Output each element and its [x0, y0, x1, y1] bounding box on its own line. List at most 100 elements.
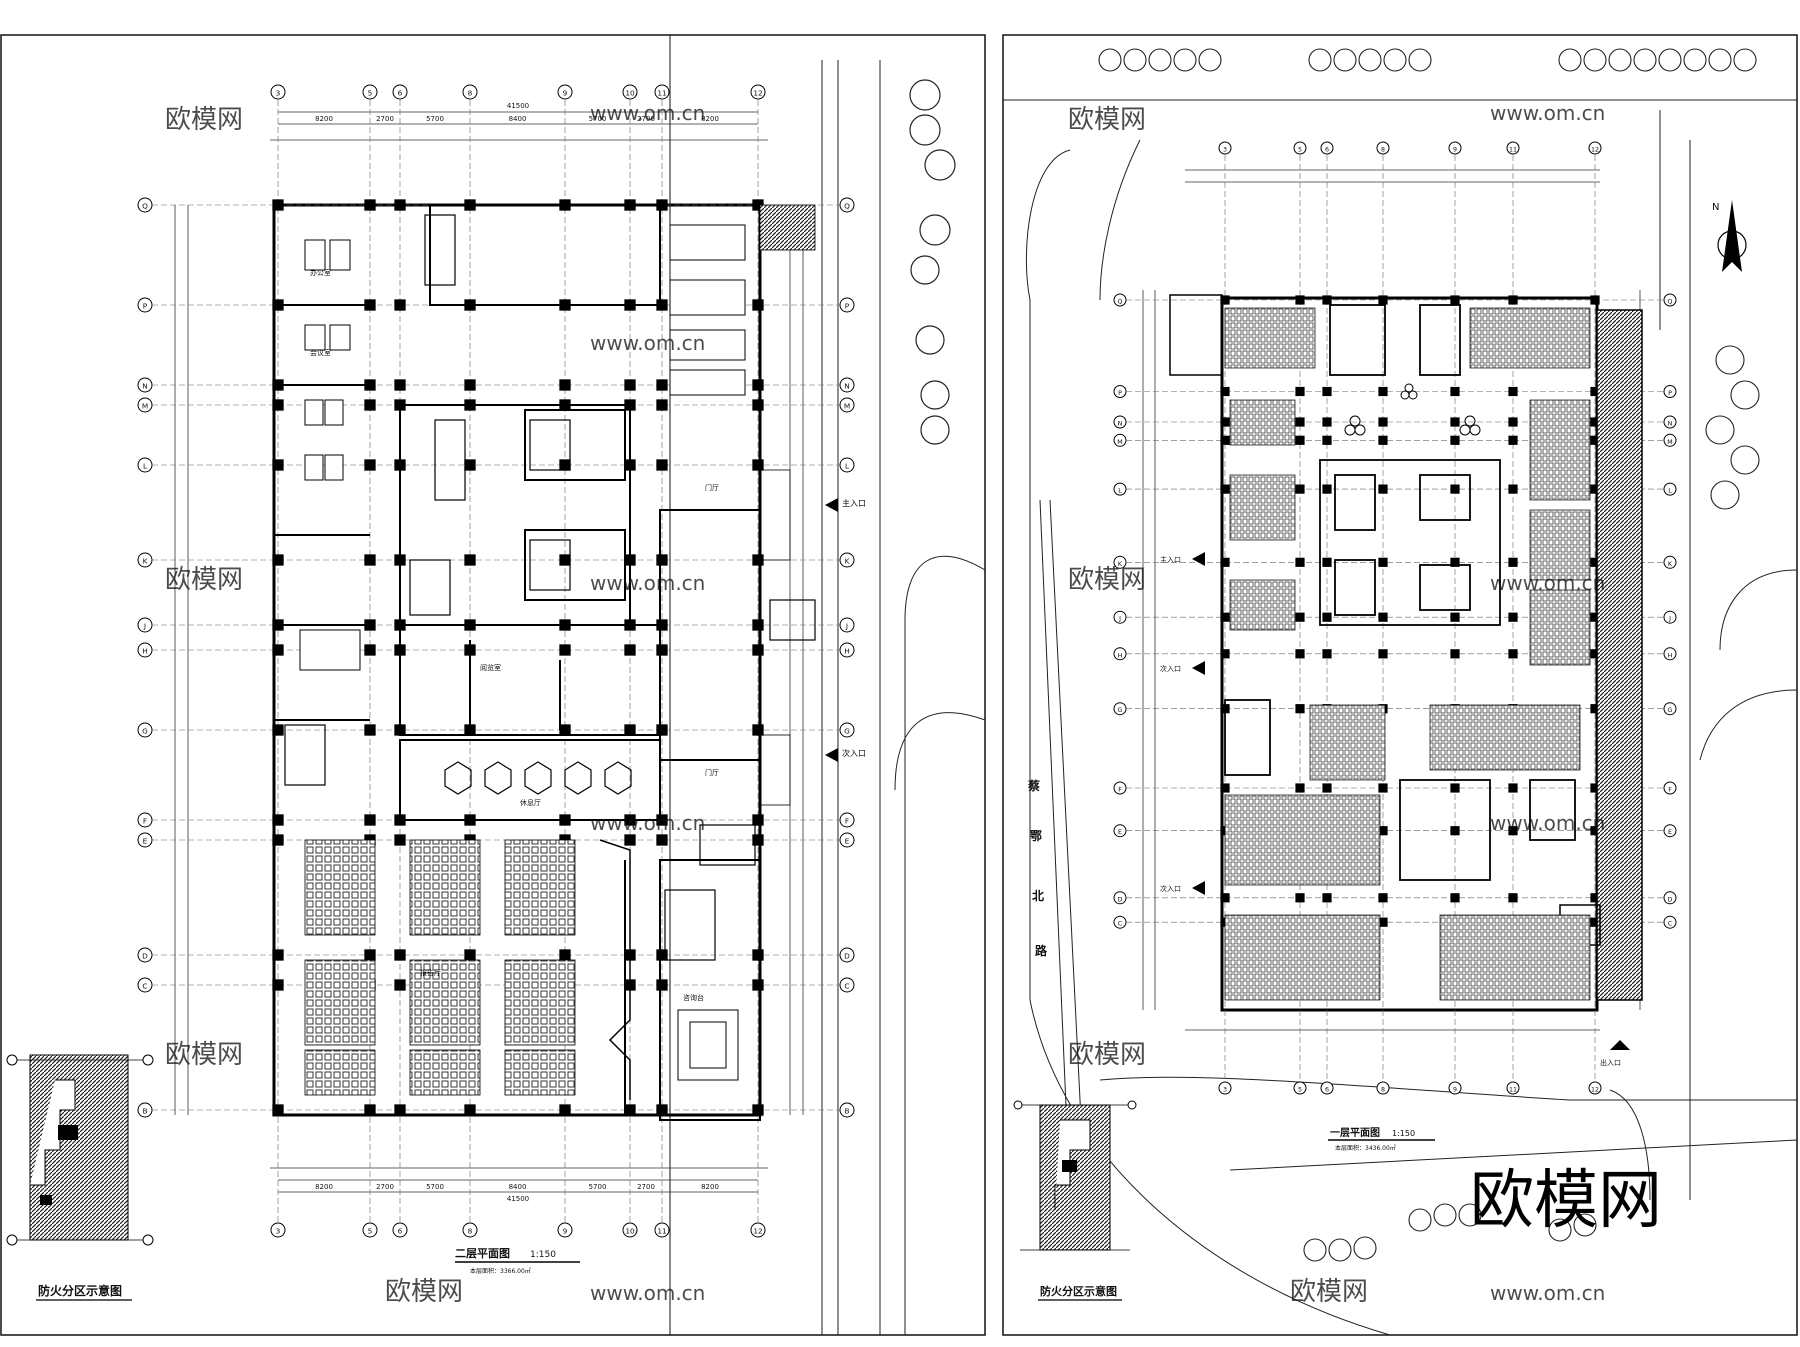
- column-marker: [656, 554, 668, 566]
- column-marker: [1508, 893, 1518, 903]
- axis-bubble: M: [1663, 433, 1677, 447]
- watermark-text: 欧模网: [1068, 565, 1146, 595]
- right-entrance-label: 次入口: [1160, 664, 1181, 673]
- column-marker: [1450, 295, 1460, 305]
- axis-bubble: 12: [750, 84, 766, 100]
- axis-bubble: Q: [839, 197, 855, 213]
- axis-bubble: 3: [270, 1222, 286, 1238]
- watermark-text: 欧模网: [165, 105, 243, 135]
- column-marker: [272, 724, 284, 736]
- watermark-url: www.om.cn: [590, 1281, 705, 1305]
- column-marker: [464, 554, 476, 566]
- axis-bubble: B: [839, 1102, 855, 1118]
- axis-label: N: [1118, 421, 1123, 428]
- room-label: 会议室: [310, 348, 331, 357]
- column-marker: [1378, 484, 1388, 494]
- axis-bubble: H: [839, 642, 855, 658]
- column-marker: [464, 949, 476, 961]
- right-road-name: 蔡 鄂 北 路: [1027, 778, 1048, 958]
- axis-bubble: G: [1663, 702, 1677, 716]
- column-marker: [1450, 417, 1460, 427]
- axis-label: F: [1118, 787, 1122, 794]
- column-marker: [1508, 417, 1518, 427]
- column-marker: [1378, 417, 1388, 427]
- left-partitions: [274, 204, 761, 1121]
- column-marker: [364, 199, 376, 211]
- axis-bubble: C: [1663, 915, 1677, 929]
- right-site-roads: [1003, 99, 1798, 1336]
- room-label: 咨询台: [683, 993, 704, 1002]
- axis-label: 11: [1509, 147, 1517, 154]
- axis-label: 10: [625, 89, 635, 98]
- axis-label: E: [143, 837, 148, 846]
- axis-label: 3: [1223, 147, 1227, 154]
- watermark-text: 欧模网: [165, 1040, 243, 1070]
- watermark-text: 欧模网: [1068, 1040, 1146, 1070]
- axis-bubble: D: [839, 947, 855, 963]
- axis-bubble: P: [1663, 385, 1677, 398]
- column-marker: [624, 724, 636, 736]
- watermark-url: www.om.cn: [1490, 811, 1605, 835]
- axis-bubble: P: [1113, 385, 1127, 398]
- left-road-lines: [821, 60, 986, 1335]
- column-marker: [1450, 557, 1460, 567]
- left-sheet-border: [0, 34, 986, 1336]
- right-entrances: 主入口 次入口 次入口 出入口: [1160, 552, 1630, 1067]
- column-marker: [1508, 386, 1518, 397]
- axis-label: L: [1118, 488, 1122, 495]
- column-marker: [656, 1104, 668, 1116]
- column-marker: [752, 949, 764, 961]
- column-marker: [1322, 649, 1332, 659]
- axis-label: 8: [468, 89, 473, 98]
- column-marker: [1295, 484, 1305, 494]
- svg-text:N: N: [1712, 202, 1719, 213]
- dimension-label: 2700: [376, 115, 394, 123]
- column-marker: [1378, 612, 1388, 622]
- axis-label: N: [844, 382, 850, 391]
- column-marker: [1220, 386, 1230, 397]
- column-marker: [1220, 484, 1230, 494]
- axis-label: 11: [1509, 1087, 1517, 1094]
- column-marker: [1322, 435, 1332, 445]
- axis-bubble: 5: [1293, 1081, 1307, 1095]
- column-marker: [1378, 435, 1388, 445]
- axis-bubble: 10: [622, 1222, 638, 1238]
- left-stair-cores: [284, 214, 816, 961]
- axis-label: H: [1118, 652, 1123, 659]
- left-title-scale: 1:150: [530, 1250, 556, 1260]
- column-marker: [1508, 612, 1518, 622]
- column-marker: [394, 949, 406, 961]
- column-marker: [656, 724, 668, 736]
- axis-bubble: 3: [1218, 1081, 1232, 1095]
- north-arrow-icon: N: [1712, 200, 1747, 272]
- left-stage-outline: [599, 839, 631, 1100]
- column-marker: [272, 399, 284, 411]
- axis-bubble: 11: [654, 1222, 670, 1238]
- axis-bubble: C: [1113, 915, 1127, 929]
- axis-label: J: [143, 622, 146, 631]
- axis-label: F: [1668, 787, 1672, 794]
- column-marker: [656, 644, 668, 656]
- axis-bubble: 3: [1218, 141, 1232, 155]
- axis-label: 9: [563, 89, 568, 98]
- right-cores: [1224, 304, 1576, 881]
- column-marker: [1322, 295, 1332, 305]
- left-fire-zone-legend: 防火分区示意图: [6, 1054, 154, 1301]
- axis-bubble: 9: [557, 84, 573, 100]
- axis-bubble: 11: [654, 84, 670, 100]
- axis-label: L: [845, 462, 850, 471]
- right-tree-row-bottom: [1303, 1203, 1597, 1262]
- axis-bubble: 5: [362, 1222, 378, 1238]
- axis-label: M: [844, 402, 850, 411]
- room-label: 办公室: [310, 268, 331, 277]
- column-marker: [1295, 649, 1305, 659]
- room-label: 休息厅: [520, 798, 541, 807]
- dimension-label: 5700: [426, 1183, 444, 1191]
- room-label: 门厅: [705, 768, 719, 777]
- room-label: 门厅: [705, 483, 719, 492]
- column-marker: [1378, 557, 1388, 567]
- column-marker: [656, 459, 668, 471]
